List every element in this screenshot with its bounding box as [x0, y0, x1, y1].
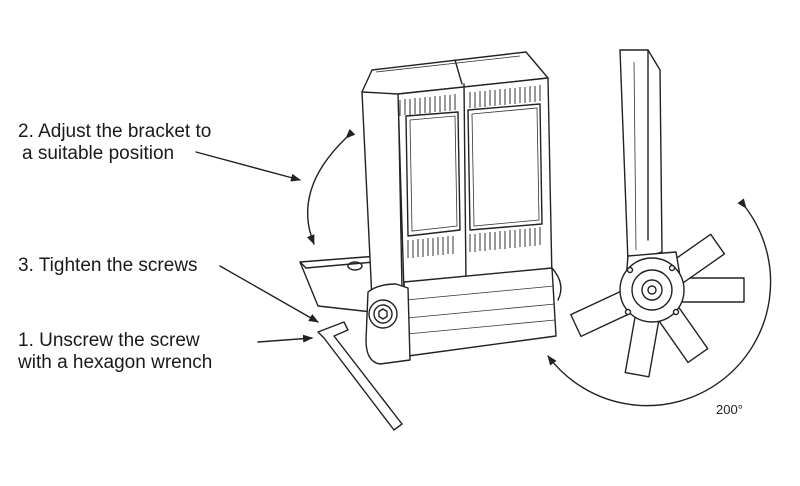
side-housing: [619, 49, 663, 263]
adjust-callout-arrow: [195, 151, 301, 182]
step-adjust-line2: a suitable position: [22, 143, 175, 164]
led-module-left: [405, 111, 461, 237]
floodlight-front-view: [299, 51, 562, 365]
housing-bottom: [403, 267, 557, 357]
unscrew-callout-arrow: [257, 334, 313, 343]
rotation-angle-label: 200°: [716, 402, 743, 417]
floodlight-side-view: [547, 49, 772, 407]
step-tighten: 3. Tighten the screws: [18, 255, 198, 276]
hexagon-wrench-icon: [317, 321, 403, 431]
bracket-slot: [347, 261, 363, 271]
bottom-fins: [407, 227, 541, 258]
housing-top: [361, 51, 549, 95]
top-fins: [399, 85, 541, 116]
led-module-right: [467, 103, 543, 231]
step-unscrew-line2: with a hexagon wrench: [18, 352, 213, 373]
step-unscrew-line1: 1. Unscrew the screw: [18, 330, 200, 351]
rotation-range-arc: [547, 198, 772, 407]
screw-head: [378, 308, 388, 320]
rotation-arrow-icon: [306, 128, 356, 245]
step-adjust-line1: 2. Adjust the bracket to: [18, 121, 212, 142]
tighten-callout-arrow: [219, 265, 319, 323]
